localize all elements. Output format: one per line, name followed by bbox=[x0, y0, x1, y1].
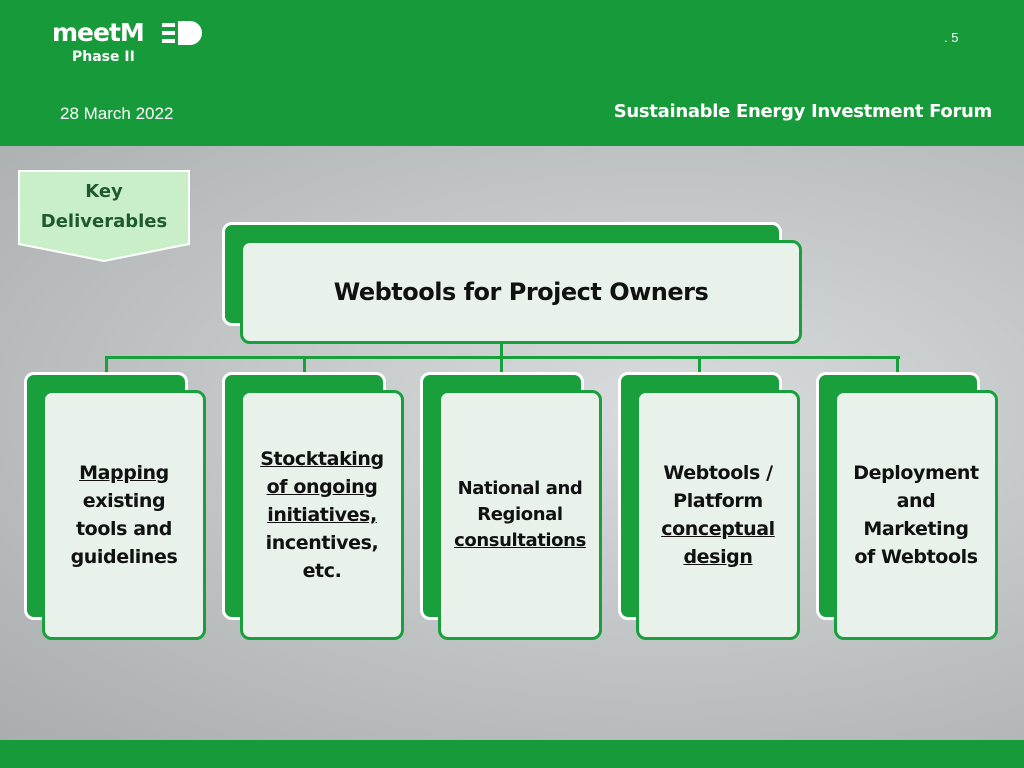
key-deliverables-tag: Key Deliverables bbox=[18, 170, 190, 262]
footer-bar bbox=[0, 740, 1024, 768]
connector-root-down bbox=[500, 342, 503, 358]
child-node-3: National and Regional consultations bbox=[438, 390, 602, 640]
phase-label: Phase II bbox=[72, 49, 135, 65]
child-node-1-label: Mapping existing tools and guidelines bbox=[70, 462, 178, 568]
plug-icon bbox=[162, 21, 202, 45]
page-number: . 5 bbox=[944, 30, 959, 45]
child-node-1: Mapping existing tools and guidelines bbox=[42, 390, 206, 640]
root-node: Webtools for Project Owners bbox=[240, 240, 802, 344]
child-node-2-label: Stocktaking of ongoing initiatives, ince… bbox=[260, 448, 384, 582]
child-node-3-label: National and Regional consultations bbox=[454, 478, 586, 551]
connector-child-1 bbox=[105, 356, 108, 374]
child-node-4: Webtools / Platform conceptual design bbox=[636, 390, 800, 640]
logo-text: meetM bbox=[52, 18, 145, 47]
child-node-5-label: Deployment and Marketing of Webtools bbox=[853, 462, 979, 568]
child-node-2: Stocktaking of ongoing initiatives, ince… bbox=[240, 390, 404, 640]
connector-child-3 bbox=[500, 356, 503, 374]
child-node-5: Deployment and Marketing of Webtools bbox=[834, 390, 998, 640]
connector-child-2 bbox=[303, 356, 306, 374]
connector-child-5 bbox=[896, 356, 899, 374]
header-bar: meetM Phase II . 5 28 March 2022 Sustain… bbox=[0, 0, 1024, 146]
tag-shape bbox=[18, 170, 190, 262]
connector-child-4 bbox=[698, 356, 701, 374]
child-node-4-label: Webtools / Platform conceptual design bbox=[661, 462, 775, 568]
date-label: 28 March 2022 bbox=[60, 104, 174, 123]
root-node-label: Webtools for Project Owners bbox=[333, 278, 709, 306]
key-tag-label: Key Deliverables bbox=[40, 181, 168, 232]
event-title: Sustainable Energy Investment Forum bbox=[613, 101, 993, 122]
